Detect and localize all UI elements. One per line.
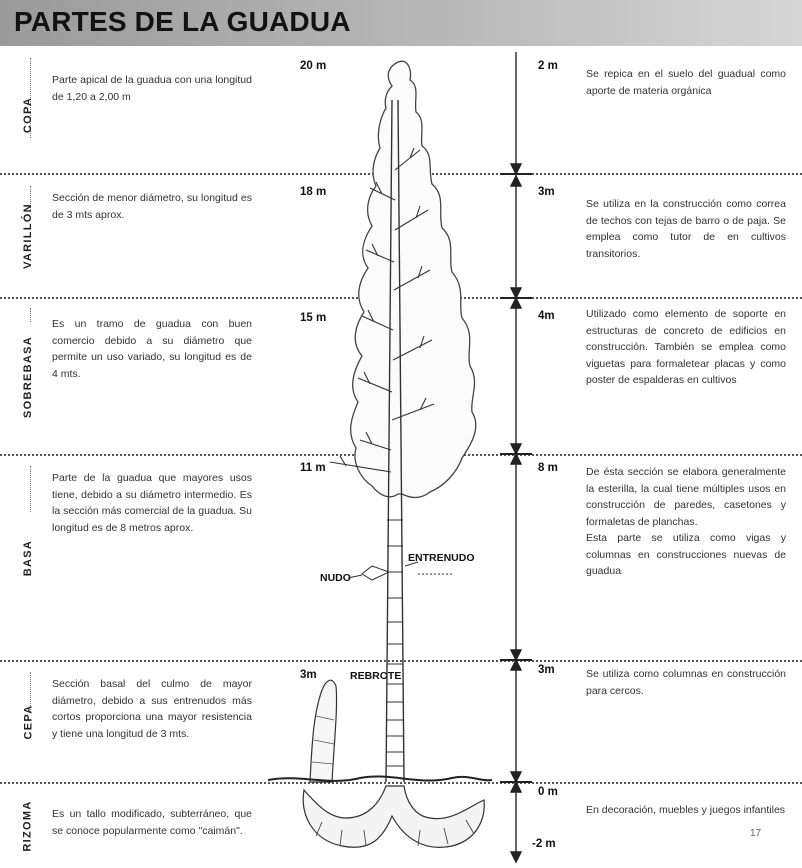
side-bar <box>30 466 31 512</box>
section-description: Es un tallo modificado, subterráneo, que… <box>52 808 252 837</box>
section-description: Sección de menor diámetro, su longitud e… <box>52 192 252 221</box>
section-description: Parte de la guadua que mayores usos tien… <box>52 472 252 534</box>
section-use: Se utiliza como columnas en construcción… <box>586 668 786 697</box>
rebrote-texture <box>311 715 335 765</box>
row-separator <box>0 660 802 662</box>
page-title: PARTES DE LA GUADUA <box>14 6 351 37</box>
rhizome-roots <box>315 819 475 847</box>
side-bar <box>30 186 31 212</box>
row-separator <box>0 782 802 784</box>
rebrote-shoot <box>309 679 338 783</box>
section-use: En decoración, muebles y juegos infantil… <box>586 804 786 816</box>
culm-right-edge <box>397 99 405 783</box>
title-banner: PARTES DE LA GUADUA <box>0 0 802 46</box>
side-bar <box>30 308 31 322</box>
nudo-label: NUDO <box>320 572 351 584</box>
segment-length-label: 3m <box>538 186 555 198</box>
page-number: 17 <box>750 828 762 839</box>
height-label: 20 m <box>300 60 327 72</box>
segment-length-label: 4m <box>538 310 555 322</box>
node-indicator <box>347 561 452 581</box>
segment-length-label: 8 m <box>538 462 558 474</box>
section-use: Utilizado como elemento de soporte en es… <box>586 308 786 386</box>
segment-length-label: 3m <box>538 664 555 676</box>
section-description: Es un tramo de guadua con buen comercio … <box>52 318 252 380</box>
height-label: 18 m <box>300 186 327 198</box>
culm-nodes <box>387 519 404 767</box>
entrenudo-label: ENTRENUDO <box>408 552 475 564</box>
height-label: 11 m <box>300 462 326 474</box>
side-bar <box>30 672 31 712</box>
section-description: Parte apical de la guadua con una longit… <box>52 74 252 103</box>
section-description: Sección basal del culmo de mayor diámetr… <box>52 678 252 740</box>
side-bar <box>30 58 31 138</box>
measurement-line <box>500 52 532 864</box>
rebrote-label: REBROTE <box>350 670 402 682</box>
rhizome <box>302 785 485 848</box>
section-use: Se repica en el suelo del guadual como a… <box>586 68 786 97</box>
height-label: 3m <box>300 669 317 681</box>
segment-length-label: -2 m <box>532 838 556 850</box>
branches <box>329 147 435 473</box>
segment-length-label: 2 m <box>538 60 558 72</box>
segment-length-label: 0 m <box>538 786 558 798</box>
culm-left-edge <box>385 99 393 783</box>
section-use: Se utiliza en la construcción como corre… <box>586 198 786 260</box>
section-use: De ésta sección se elabora generalmente … <box>586 466 786 577</box>
height-label: 15 m <box>300 312 327 324</box>
ground-line <box>267 775 493 782</box>
